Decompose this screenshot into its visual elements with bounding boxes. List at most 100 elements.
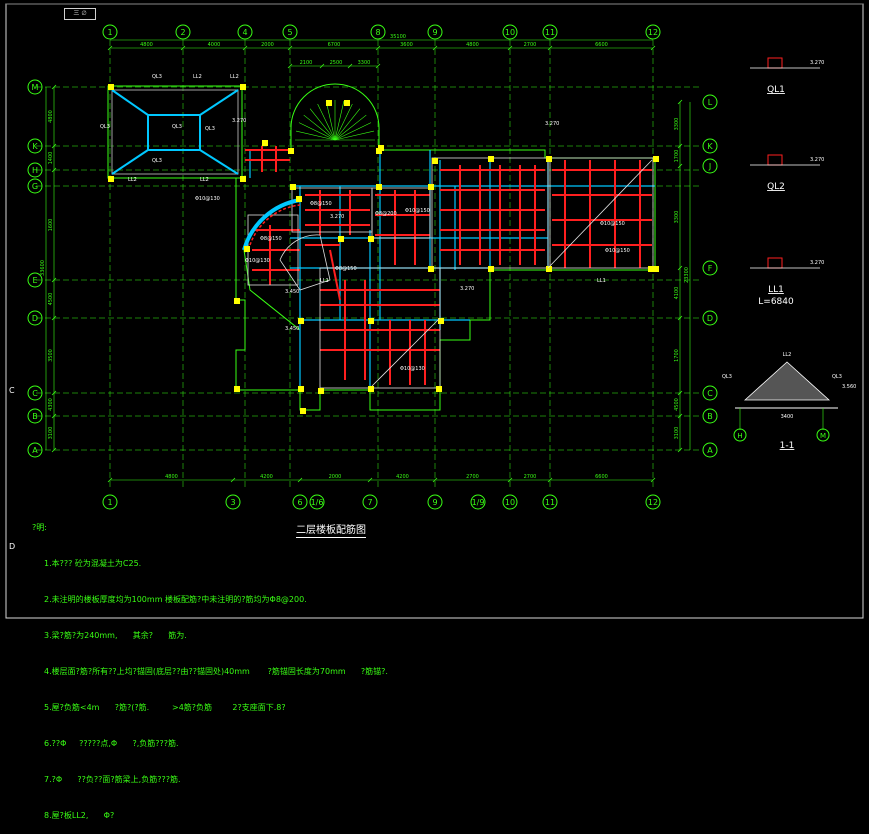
spiral-stair bbox=[242, 198, 331, 291]
dim-left-tick bbox=[51, 167, 57, 173]
column bbox=[108, 84, 114, 90]
axis-bubble-right-label: C bbox=[707, 389, 713, 398]
column bbox=[288, 148, 294, 154]
dim-right-text: 3100 bbox=[674, 427, 680, 440]
dim-top-tick bbox=[107, 45, 113, 51]
dim-top-text: 6600 bbox=[595, 42, 608, 48]
axis-bubble-right bbox=[702, 260, 718, 276]
detail-level-ql2: 3.270 bbox=[810, 157, 824, 163]
dim-top-text: 4800 bbox=[466, 42, 479, 48]
axis-bubble-left-label: B bbox=[32, 412, 38, 421]
slab-panel bbox=[549, 157, 654, 269]
dim-top-tick bbox=[287, 45, 293, 51]
axis-bubble-left-label: H bbox=[32, 166, 38, 175]
column bbox=[298, 318, 304, 324]
column bbox=[240, 176, 246, 182]
dim-bottom-tick bbox=[507, 477, 513, 483]
column bbox=[300, 408, 306, 414]
axis-bubble-bottom-label: 1/9 bbox=[472, 498, 485, 507]
dim-bottom-text: 4800 bbox=[165, 474, 178, 480]
section-title: 1-1 bbox=[780, 441, 795, 451]
axis-bubble-right-label: D bbox=[707, 314, 713, 323]
axis-bubble-left-label: D bbox=[32, 314, 38, 323]
dim-top-text: 4800 bbox=[140, 42, 153, 48]
column bbox=[298, 386, 304, 392]
dim-top-tick bbox=[507, 45, 513, 51]
axis-bubble-right-label: K bbox=[707, 142, 713, 151]
axis-bubble-right bbox=[702, 138, 718, 154]
drawing-title: 二层楼板配筋图 bbox=[296, 521, 366, 538]
section-axis-left-text: H bbox=[737, 432, 742, 440]
axis-bubble-right bbox=[702, 408, 718, 424]
axis-bubble-left bbox=[27, 79, 43, 95]
beam-label: LL2 bbox=[193, 74, 202, 80]
axis-bubble-top bbox=[237, 24, 253, 40]
beam-label: LL2 bbox=[128, 177, 137, 183]
dim-left-text: 3500 bbox=[48, 349, 54, 362]
dim-right-tick bbox=[677, 413, 683, 419]
stair-tread bbox=[334, 108, 361, 141]
axis-bubble-top-label: 4 bbox=[242, 28, 247, 37]
dim-bottom-tick bbox=[432, 477, 438, 483]
axis-bubble-left bbox=[27, 272, 43, 288]
axis-bubble-bottom-label: 1/6 bbox=[311, 498, 324, 507]
dim-right-tick bbox=[677, 143, 683, 149]
slab-rebar-label: Φ10@150 bbox=[600, 221, 625, 227]
column bbox=[428, 184, 434, 190]
beam-label: QL3 bbox=[100, 124, 110, 130]
beam-label: QL3 bbox=[205, 126, 215, 132]
dim-right-total-text: 23300 bbox=[684, 267, 690, 283]
axis-bubble-top bbox=[102, 24, 118, 40]
detail-title-ql1: QL1 bbox=[767, 85, 785, 95]
axis-bubble-right-label: L bbox=[708, 98, 713, 107]
level-label: 3.270 bbox=[460, 286, 474, 292]
dim-top-tick bbox=[375, 45, 381, 51]
column bbox=[240, 84, 246, 90]
slab-rebar-label: Φ10@150 bbox=[605, 248, 630, 254]
column-layer bbox=[108, 84, 659, 414]
axis-bubble-left-label: G bbox=[32, 182, 38, 191]
axis-bubble-top-label: 5 bbox=[287, 28, 292, 37]
dim-left-text: 1400 bbox=[48, 152, 54, 165]
level-label: 3.270 bbox=[330, 214, 344, 220]
column bbox=[234, 386, 240, 392]
axis-bubble-top-label: 12 bbox=[648, 28, 658, 37]
axis-bubble-top-label: 1 bbox=[107, 28, 112, 37]
dim-right-text: 1700 bbox=[674, 150, 680, 163]
section-axis-right-text: M bbox=[820, 432, 826, 440]
column bbox=[368, 386, 374, 392]
note-line: 7.?Φ ??负??面?筋梁上,负筋???筋. bbox=[44, 775, 181, 784]
detail-subtitle-ll1: L=6840 bbox=[758, 297, 794, 307]
dim-top-tick bbox=[242, 45, 248, 51]
dim-bottom-tick bbox=[650, 477, 656, 483]
axis-bubble-right bbox=[702, 94, 718, 110]
dim-right-text: 3300 bbox=[674, 211, 680, 224]
dim-right-tick bbox=[677, 315, 683, 321]
column bbox=[368, 318, 374, 324]
axis-bubble-left-label: A bbox=[32, 446, 38, 455]
dim-top-sub-text: 3300 bbox=[358, 60, 371, 66]
axis-bubble-bottom bbox=[542, 494, 558, 510]
column bbox=[488, 266, 494, 272]
dim-left-text: 3100 bbox=[48, 427, 54, 440]
slab-panel bbox=[319, 267, 441, 389]
section-axis-left bbox=[733, 428, 747, 442]
detail-level-ql1: 3.270 bbox=[810, 60, 824, 66]
axis-bubble-left bbox=[27, 162, 43, 178]
column bbox=[262, 140, 268, 146]
dim-top-text: 4000 bbox=[208, 42, 221, 48]
axis-bubble-bottom-label: 9 bbox=[432, 498, 437, 507]
axis-bubble-bottom bbox=[292, 494, 308, 510]
column bbox=[290, 184, 296, 190]
dim-left-tick bbox=[51, 277, 57, 283]
dim-right-text: 1700 bbox=[674, 349, 680, 362]
axis-bubble-top bbox=[175, 24, 191, 40]
level-label: 3.450 bbox=[285, 289, 299, 295]
axis-bubble-top bbox=[542, 24, 558, 40]
detail-section-ql1 bbox=[767, 57, 783, 69]
dim-bottom-tick bbox=[107, 477, 113, 483]
slab-rebar-label: Φ8@150 bbox=[310, 201, 332, 207]
section-label-right: QL3 bbox=[832, 374, 842, 380]
